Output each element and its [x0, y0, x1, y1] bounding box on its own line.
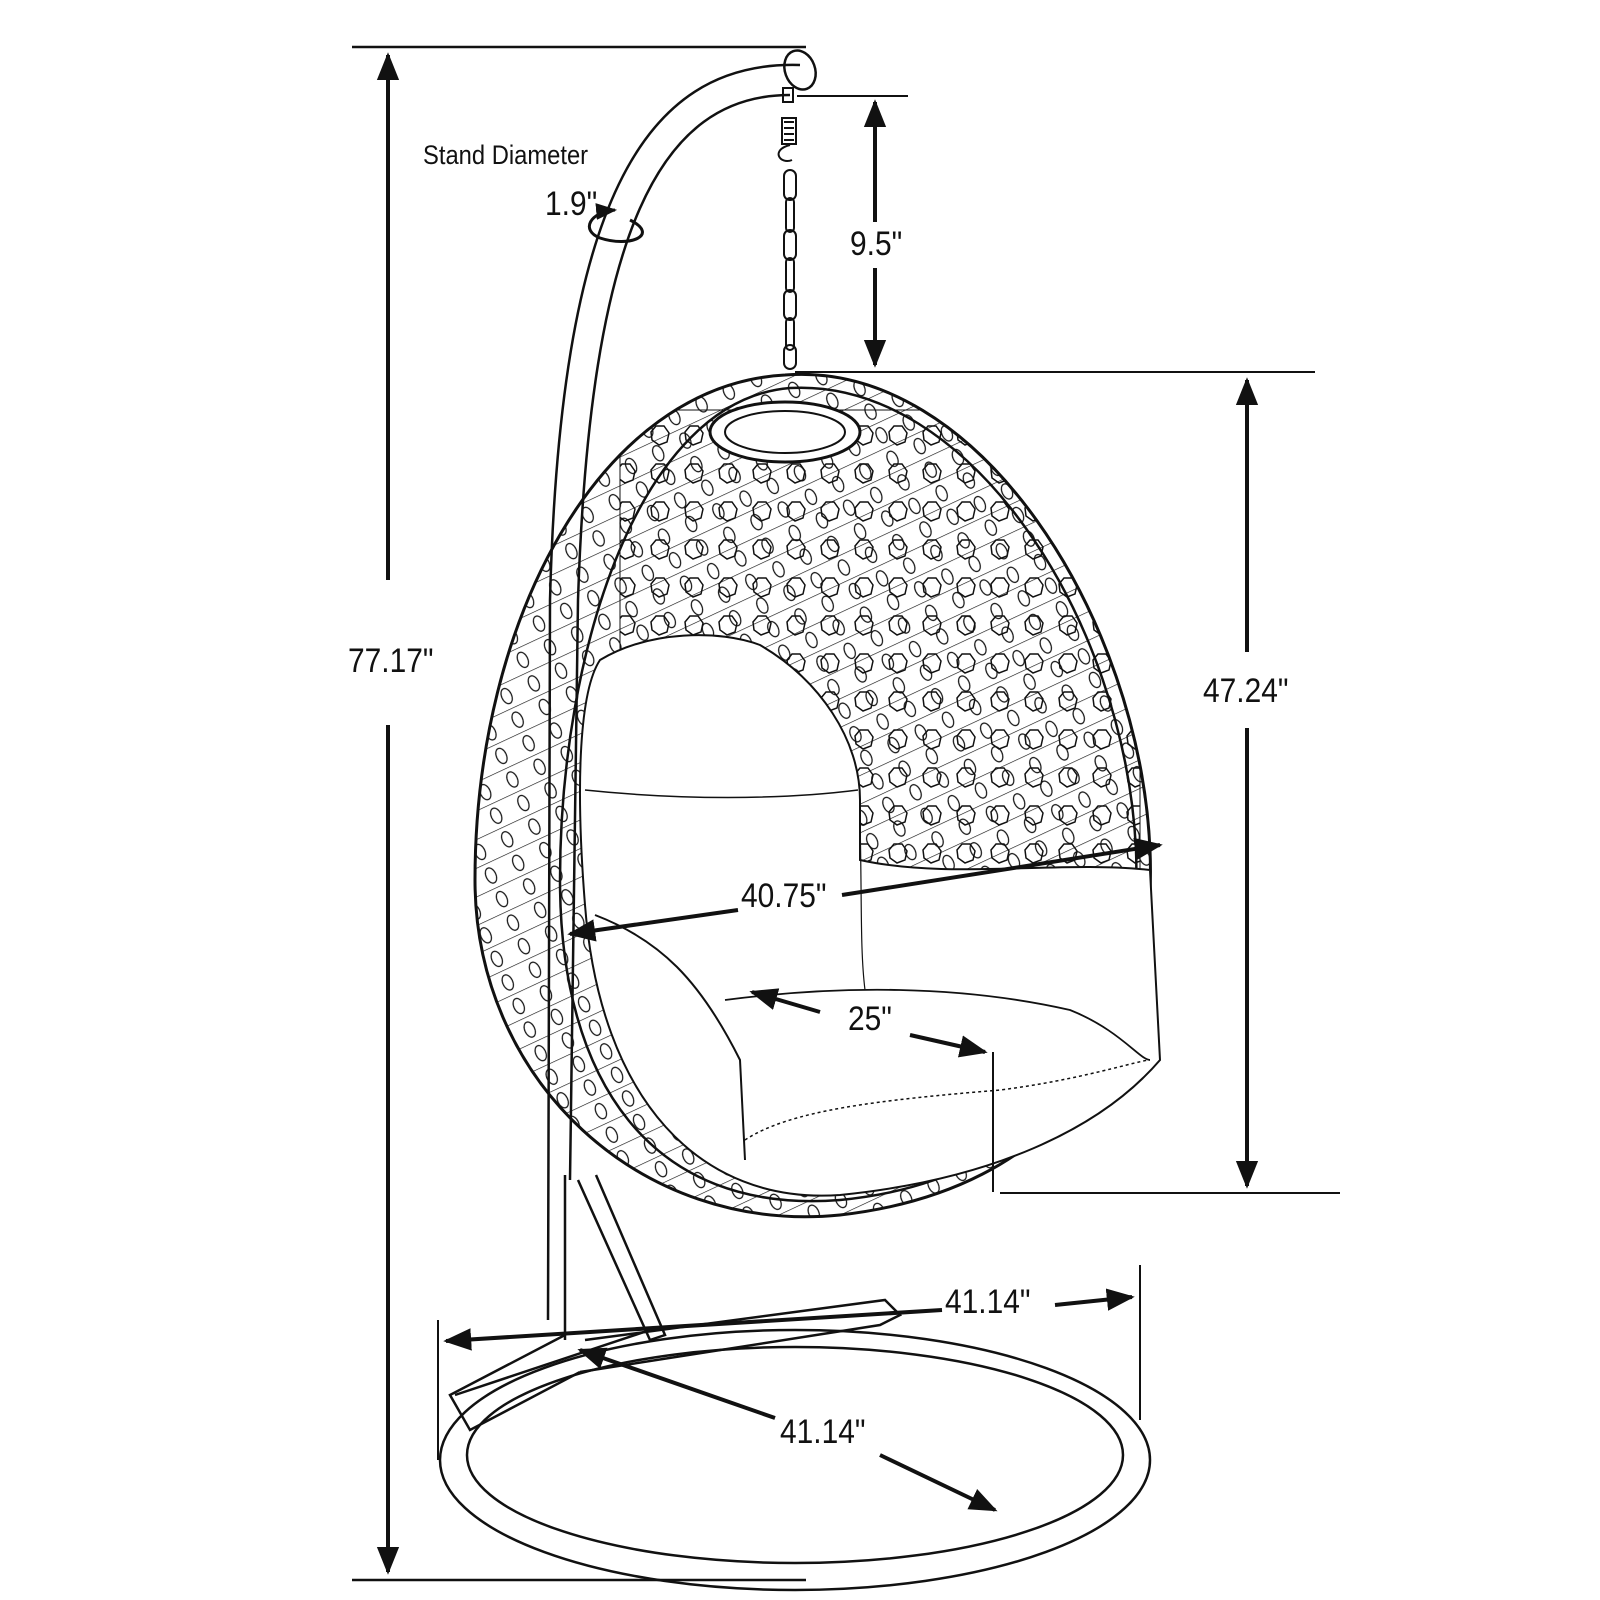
stand-diameter-value: 1.9"	[545, 185, 598, 223]
base-depth-dimension	[577, 1347, 998, 1512]
stand-arm	[546, 49, 817, 1342]
chain-length-dimension	[797, 95, 908, 368]
egg-shell	[473, 372, 1162, 1219]
overall-height-dimension	[352, 45, 806, 1582]
chair-width-label: 40.75"	[741, 877, 827, 915]
stand-base	[438, 1175, 1152, 1592]
chair-height-dimension	[795, 371, 1340, 1194]
stand-diameter-arrow-icon	[587, 203, 644, 243]
chain-length-label: 9.5"	[850, 225, 903, 263]
base-width-dimension	[437, 1265, 1141, 1460]
base-width-label: 41.14"	[945, 1283, 1031, 1321]
seat-depth-label: 25"	[848, 1000, 892, 1038]
overall-height-label: 77.17"	[348, 642, 434, 680]
base-depth-label: 41.14"	[780, 1413, 866, 1451]
chair-height-label: 47.24"	[1203, 672, 1289, 710]
seat-depth-dimension	[749, 988, 994, 1192]
chair-width-dimension	[567, 837, 1163, 942]
stand-diameter-title: Stand Diameter	[423, 140, 589, 170]
chain	[777, 87, 797, 370]
